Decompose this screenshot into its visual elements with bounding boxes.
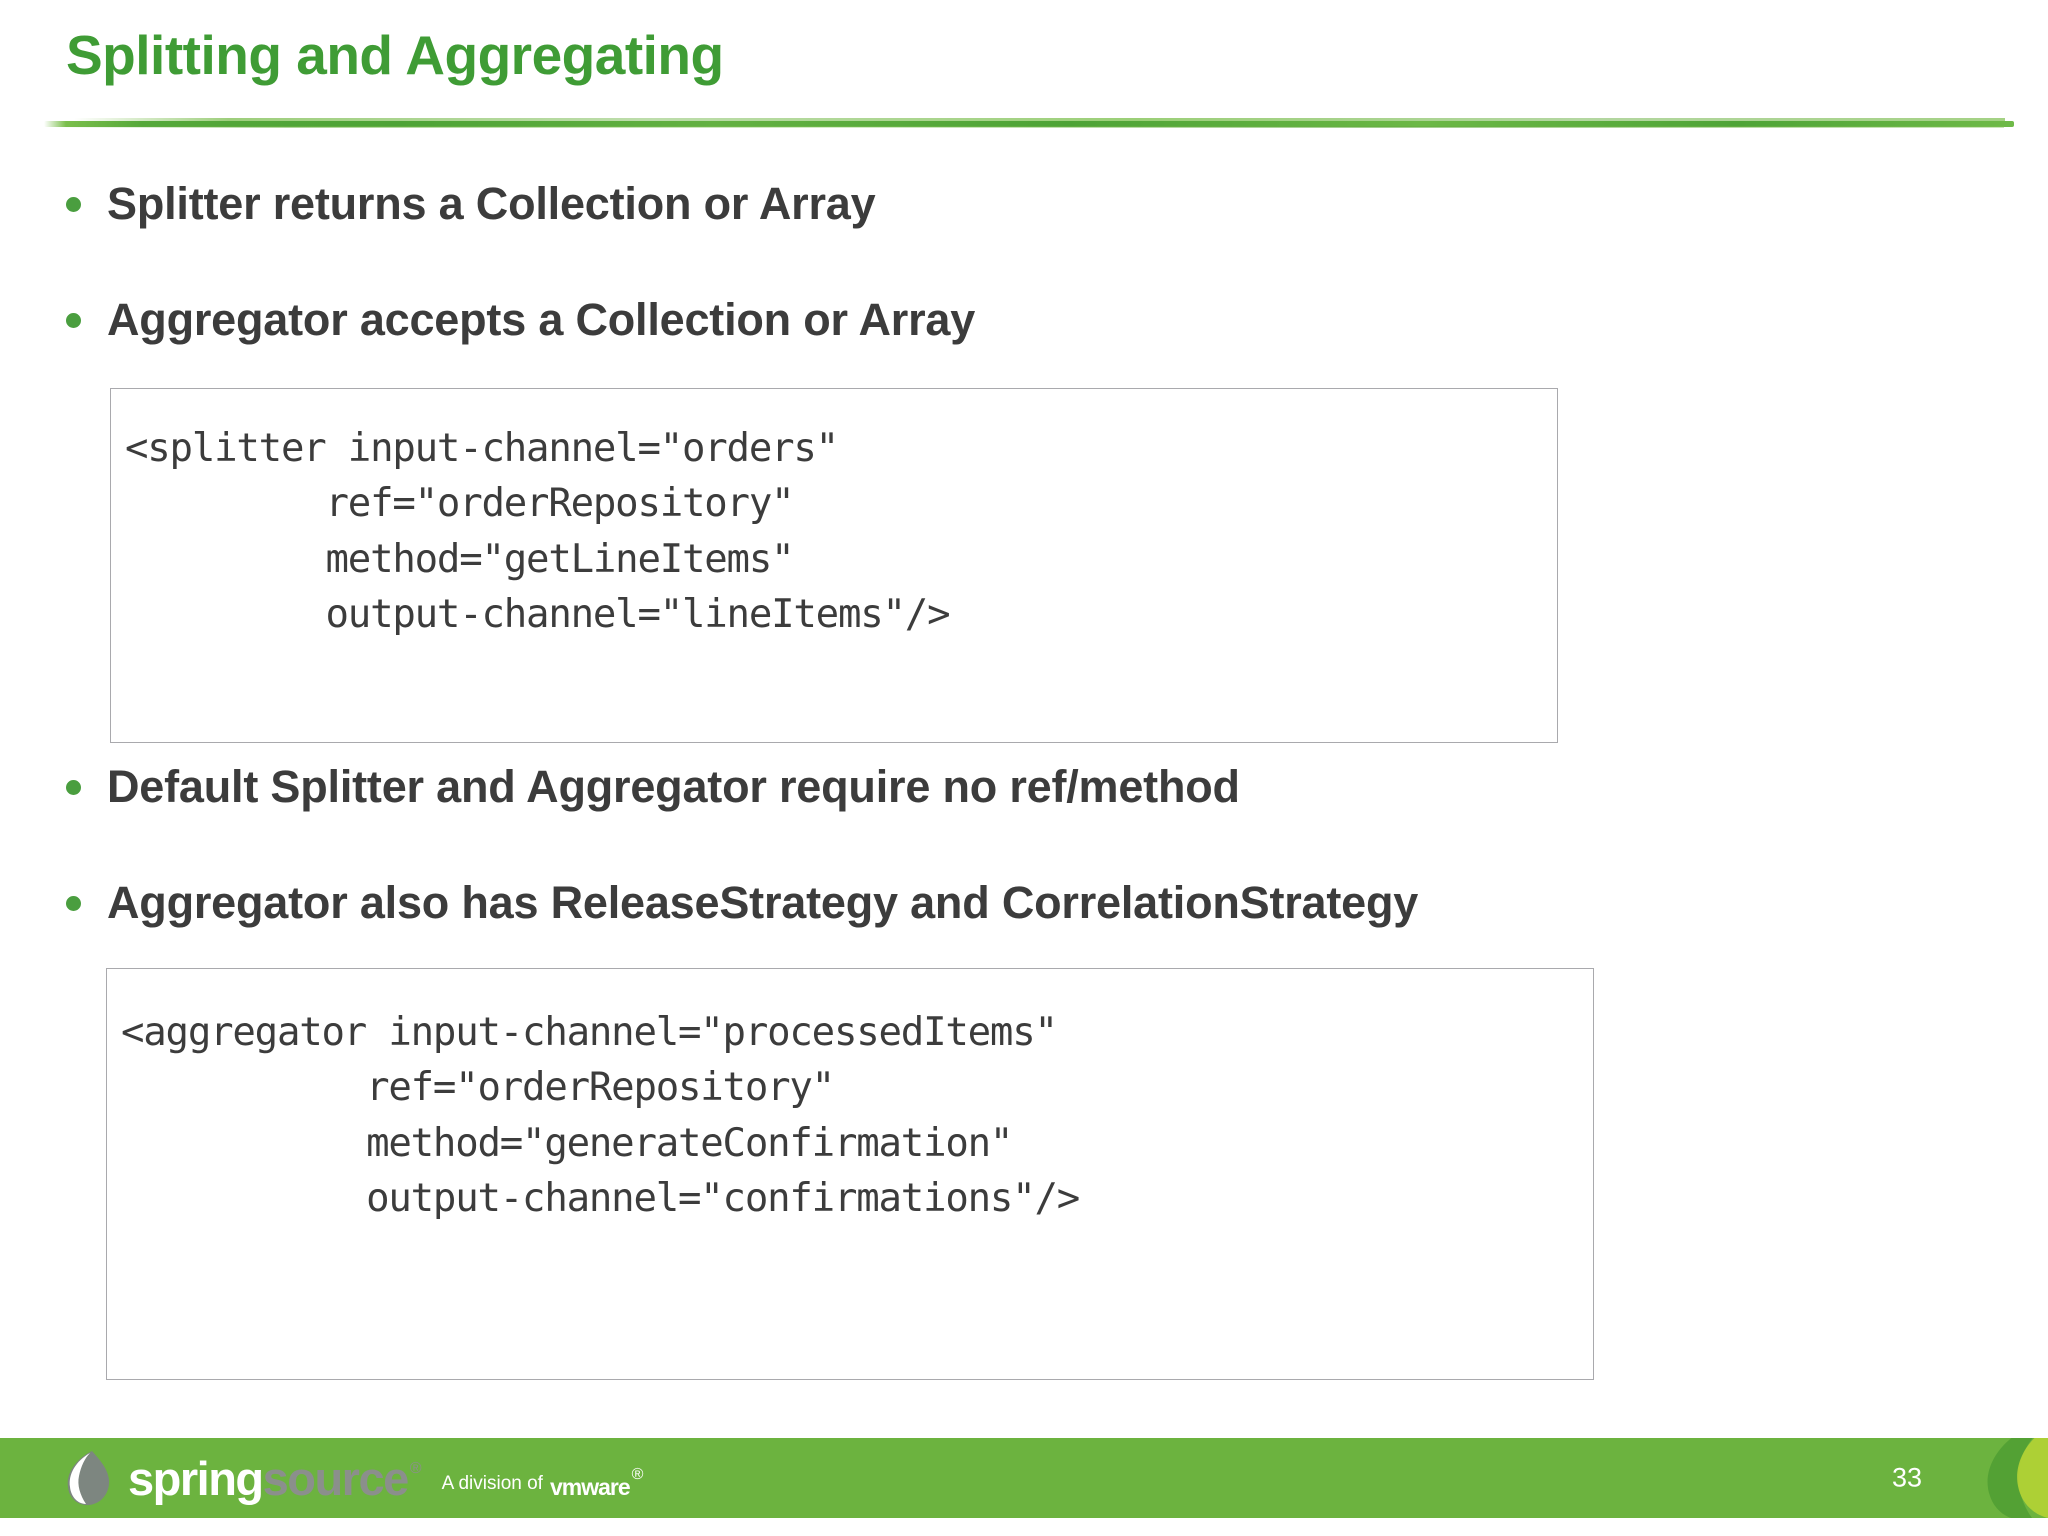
bullet-label: Splitter returns a Collection or Array <box>107 178 876 229</box>
brand-wordmark: spring source ® A division of vmware ® <box>128 1451 643 1506</box>
title-rule-highlight <box>74 118 2005 121</box>
springsource-logo: spring source ® A division of vmware ® <box>62 1449 643 1507</box>
footer-bar: spring source ® A division of vmware ® 3… <box>0 1438 2048 1518</box>
bullet-item-3: Default Splitter and Aggregator require … <box>66 763 1240 810</box>
code-text: <aggregator input-channel="processedItem… <box>121 1010 1080 1222</box>
footer-leaf-decoration-icon <box>1928 1438 2048 1518</box>
division-text: A division of <box>441 1472 543 1494</box>
brand-trademark-icon: ® <box>409 1459 422 1477</box>
spring-leaf-icon <box>62 1449 114 1507</box>
bullet-dot-icon <box>66 780 81 795</box>
code-block-aggregator: <aggregator input-channel="processedItem… <box>106 968 1594 1380</box>
bullet-label: Aggregator also has ReleaseStrategy and … <box>107 877 1419 928</box>
bullet-label: Aggregator accepts a Collection or Array <box>107 294 976 345</box>
brand-spring-text: spring <box>128 1451 264 1505</box>
title-underline-rule <box>44 118 2014 129</box>
bullet-item-1: Splitter returns a Collection or Array <box>66 178 876 229</box>
code-text: <splitter input-channel="orders" ref="or… <box>125 426 951 638</box>
bullet-dot-icon <box>66 896 81 911</box>
page-number: 33 <box>1891 1462 1922 1493</box>
bullet-dot-icon <box>66 313 81 328</box>
title-rule-bar <box>44 121 2014 127</box>
brand-source-text: source <box>262 1451 410 1505</box>
bullet-item-2: Aggregator accepts a Collection or Array <box>66 296 975 343</box>
code-block-splitter: <splitter input-channel="orders" ref="or… <box>110 388 1558 743</box>
bullet-item-4: Aggregator also has ReleaseStrategy and … <box>66 879 1418 926</box>
vmware-trademark-icon: ® <box>631 1465 644 1483</box>
page-title: Splitting and Aggregating <box>66 24 724 86</box>
title-rule-shadow <box>54 126 2005 128</box>
bullet-label: Default Splitter and Aggregator require … <box>107 761 1240 812</box>
bullet-dot-icon <box>66 197 81 212</box>
vmware-wordmark: vmware <box>549 1473 631 1500</box>
title-area: Splitting and Aggregating <box>66 28 1988 124</box>
